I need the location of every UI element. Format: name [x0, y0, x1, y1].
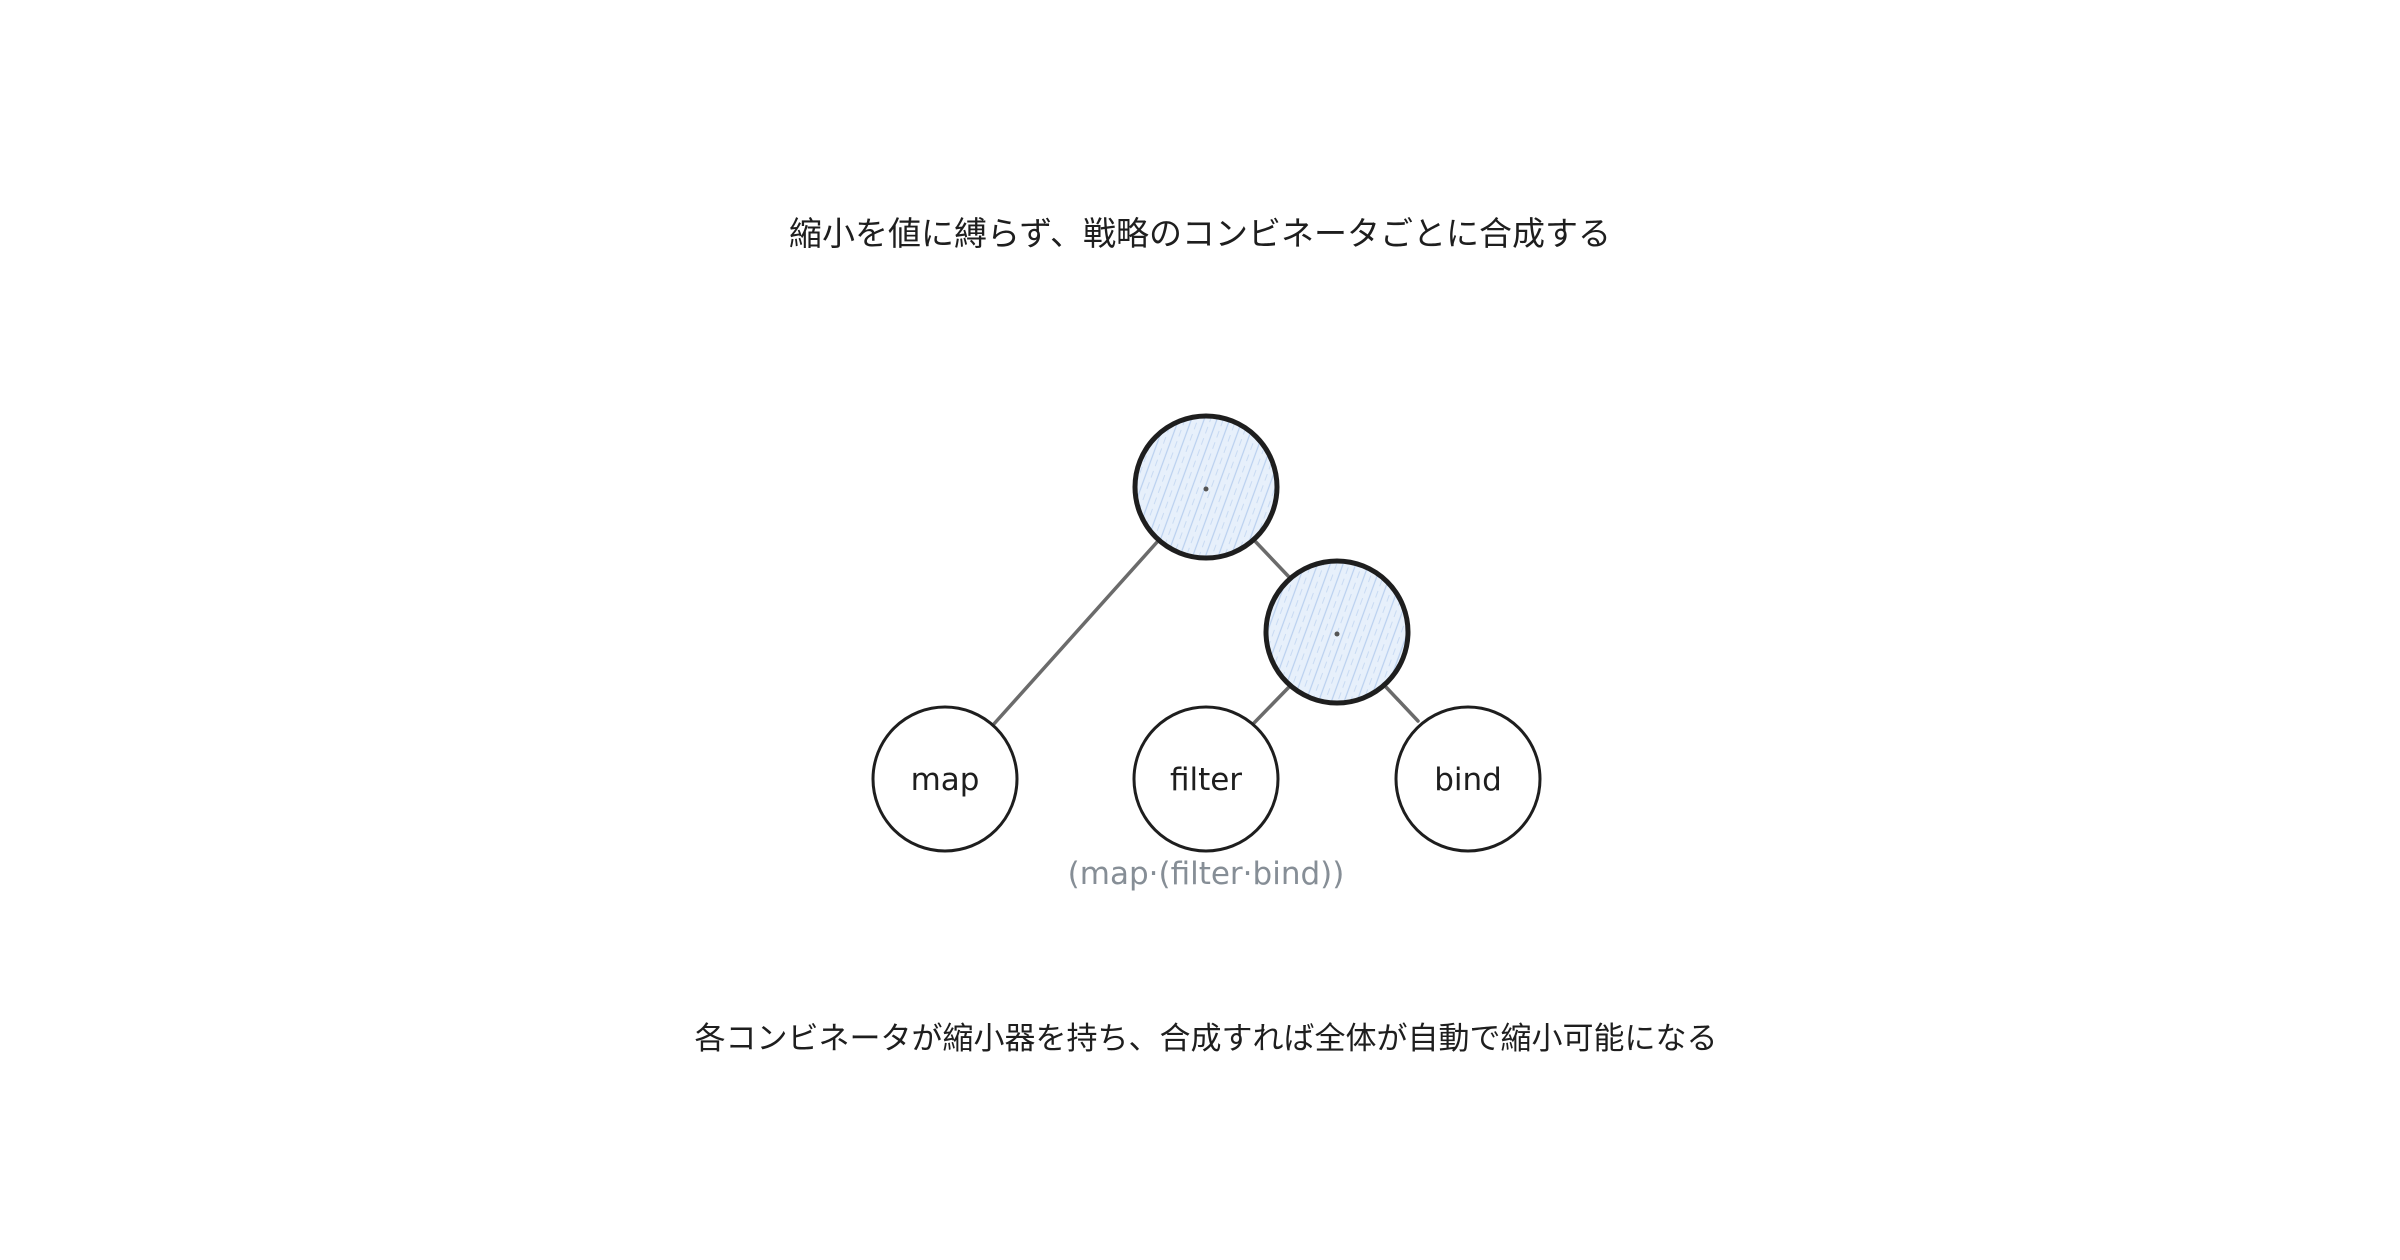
- compose-node-inner: [1263, 558, 1411, 706]
- leaf-node-map: map: [871, 705, 1019, 853]
- compose-dot-root: [1203, 486, 1209, 492]
- compose-node-root: [1132, 413, 1280, 561]
- edge-root-map: [991, 539, 1160, 727]
- compose-dot-inner: [1334, 631, 1340, 637]
- edge-root-inner: [1251, 537, 1292, 580]
- edge-inner-filter: [1252, 684, 1292, 725]
- leaf-label-map: map: [911, 762, 980, 798]
- leaf-label-filter: filter: [1170, 762, 1242, 798]
- diagram-title: 縮小を値に縛らず、戦略のコンビネータごとに合成する: [789, 214, 1611, 253]
- leaf-label-bind: bind: [1434, 762, 1502, 798]
- composition-expression: (map·(filter·bind)): [1068, 856, 1345, 892]
- leaf-node-bind: bind: [1394, 705, 1542, 853]
- edge-inner-bind: [1383, 684, 1420, 723]
- leaf-node-filter: filter: [1132, 705, 1280, 853]
- diagram-caption: 各コンビネータが縮小器を持ち、合成すれば全体が自動で縮小可能になる: [695, 1021, 1718, 1057]
